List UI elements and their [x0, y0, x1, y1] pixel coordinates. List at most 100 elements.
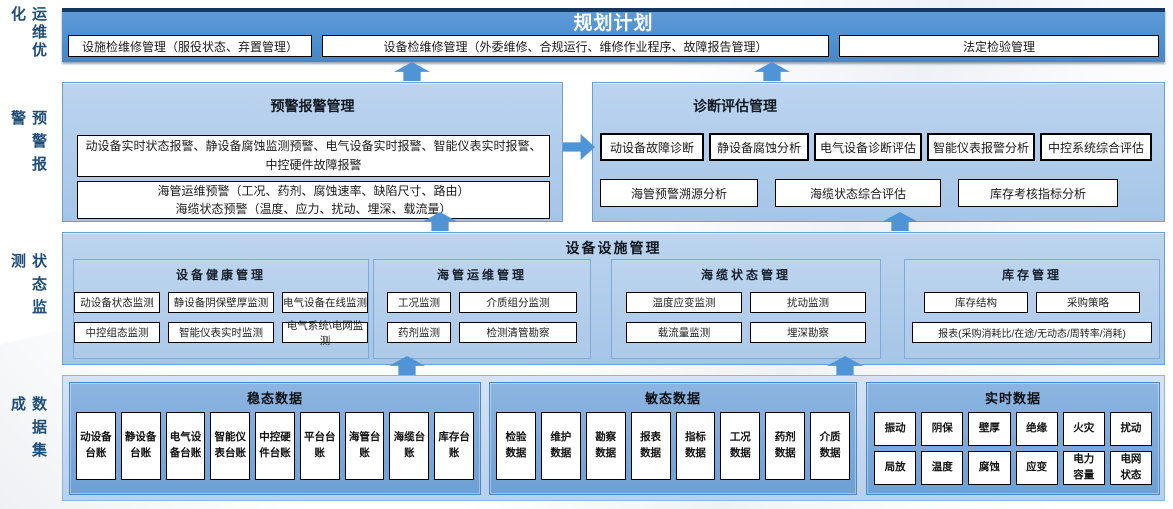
disturbance-box: 扰动 [1109, 412, 1153, 446]
warning-section-title: 预警报警管理 [270, 98, 355, 114]
equipment-section-title: 设备设施管理 [565, 240, 662, 256]
pigging-survey-box: 检测清管勘察 [459, 322, 577, 343]
equipment-facility-section: 设备设施管理 设备健康管理 动设备状态监测 静设备阴保壁厚监测 电气设备在线监测… [62, 232, 1165, 365]
agile-data-title: 敏态数据 [644, 391, 701, 406]
health-row-2: 中控组态监测 智能仪表实时监测 电气系统\电网监测 [74, 320, 368, 347]
current-capacity-box: 载流量监测 [626, 322, 742, 343]
corrosion-box: 腐蚀 [968, 451, 1011, 485]
control-hw-ledger-box: 中控硬 件台账 [255, 412, 295, 480]
instrument-ledger-box: 智能仪 表台账 [210, 412, 251, 480]
realtime-alarm-box: 动设备实时状态报警、静设备腐蚀监测预警、电气设备实时报警、智能仪表实时报警、中控… [77, 135, 550, 177]
report-data-box: 报表 数据 [630, 412, 671, 480]
pipeline-ops-group: 海管运维管理 工况监测 介质组分监测 药剂监测 检测清管勘察 [373, 259, 591, 359]
inventory-group: 库存管理 库存结构 采购策略 报表(采购消耗比/在途/无动态/周转率/消耗) [904, 259, 1160, 359]
cable-status-title: 海缆状态管理 [700, 268, 791, 282]
cp-box: 阴保 [921, 412, 964, 446]
temperature-strain-box: 温度应变监测 [626, 292, 742, 313]
equipment-maintenance-box: 设备检维修管理（外委维修、合规运行、维修作业程序、故障报告管理） [322, 35, 829, 57]
agile-data-group: 敏态数据 检验 数据 维护 数据 勘察 数据 报表 数据 指标 数据 工况 数据… [489, 382, 857, 495]
facility-maintenance-box: 设施检维修管理（服役状态、弃置管理） [68, 35, 312, 57]
inspection-data-box: 检验 数据 [496, 412, 536, 480]
diagnosis-row-2: 海管预警溯源分析 海缆状态综合评估 库存考核指标分析 [600, 179, 1118, 207]
medium-data-box: 介质 数据 [810, 412, 850, 480]
chemical-monitor-box: 药剂监测 [387, 322, 451, 343]
power-grid-monitor-box: 电气系统\电网监测 [282, 320, 368, 347]
partial-discharge-box: 局放 [874, 451, 917, 485]
vibration-box: 振动 [874, 412, 917, 446]
arrow-up-icon [754, 62, 790, 81]
inventory-row-2: 报表(采购消耗比/在途/无动态/周转率/消耗) [905, 322, 1159, 343]
agile-data-row: 检验 数据 维护 数据 勘察 数据 报表 数据 指标 数据 工况 数据 药剂 数… [490, 412, 856, 480]
planning-title: 规划计划 [573, 13, 654, 34]
cable-row-2: 载流量监测 埋深勘察 [612, 322, 880, 343]
electrical-diagnosis-box: 电气设备诊断评估 [814, 133, 922, 161]
sidebar-label-warning-alarm: 预警报警 [9, 110, 47, 179]
sidebar-label-ops-optimization: 运维优化 [9, 6, 47, 60]
disturbance-monitor-box: 扰动监测 [750, 292, 866, 313]
diagnosis-row-1: 动设备故障诊断 静设备腐蚀分析 电气设备诊断评估 智能仪表报警分析 中控系统综合… [600, 133, 1152, 161]
operating-condition-box: 工况监测 [387, 292, 451, 313]
rotating-ledger-box: 动设备 台账 [76, 412, 116, 480]
arrow-right-icon [563, 134, 595, 160]
cable-row-1: 温度应变监测 扰动监测 [612, 292, 880, 313]
inventory-structure-box: 库存结构 [924, 292, 1028, 313]
cable-status-group: 海缆状态管理 温度应变监测 扰动监测 载流量监测 埋深勘察 [611, 259, 881, 359]
sidebar-label-status-monitoring: 状态监测 [9, 253, 47, 322]
realtime-data-group: 实时数据 振动 阴保 壁厚 绝缘 火灾 扰动 局放 温度 腐蚀 应变 电力 容量… [866, 382, 1160, 495]
pipeline-ledger-box: 海管台 账 [344, 412, 385, 480]
medium-composition-box: 介质组分监测 [459, 292, 577, 313]
inventory-kpi-analysis-box: 库存考核指标分析 [958, 179, 1118, 207]
steady-data-title: 稳态数据 [246, 391, 303, 406]
platform-ledger-box: 平台台 账 [299, 412, 340, 480]
steady-data-row: 动设备 台账 静设备 台账 电气设 备台账 智能仪 表台账 中控硬 件台账 平台… [70, 412, 480, 480]
realtime-data-title: 实时数据 [984, 391, 1041, 406]
condition-data-box: 工况 数据 [720, 412, 761, 480]
pipeline-cable-warning-box: 海管运维预警（工况、药剂、腐蚀速率、缺陷尺寸、路由） 海缆状态预警（温度、应力、… [77, 181, 550, 219]
arrow-up-icon [394, 62, 430, 81]
health-row-1: 动设备状态监测 静设备阴保壁厚监测 电气设备在线监测 [74, 292, 368, 313]
equipment-health-title: 设备健康管理 [175, 268, 266, 282]
control-config-monitor-box: 中控组态监测 [74, 322, 160, 343]
maintenance-data-box: 维护 数据 [540, 412, 581, 480]
planning-section: 规划计划 设施检维修管理（服役状态、弃置管理） 设备检维修管理（外委维修、合规运… [62, 8, 1165, 62]
pipeline-warning-trace-box: 海管预警溯源分析 [600, 179, 758, 207]
fire-box: 火灾 [1062, 412, 1105, 446]
rotating-equipment-diagnosis-box: 动设备故障诊断 [600, 133, 704, 161]
realtime-row-1: 振动 阴保 壁厚 绝缘 火灾 扰动 [867, 412, 1159, 446]
equipment-health-group: 设备健康管理 动设备状态监测 静设备阴保壁厚监测 电气设备在线监测 中控组态监测… [73, 259, 369, 359]
burial-depth-box: 埋深勘察 [750, 322, 866, 343]
pipeline-row-1: 工况监测 介质组分监测 [374, 292, 590, 313]
survey-data-box: 勘察 数据 [585, 412, 626, 480]
sidebar-label-data-integration: 数据集成 [9, 396, 47, 465]
instrument-realtime-box: 智能仪表实时监测 [168, 322, 274, 343]
static-equipment-corrosion-box: 静设备腐蚀分析 [709, 133, 809, 161]
chemical-data-box: 药剂 数据 [765, 412, 806, 480]
inventory-ledger-box: 库存台 账 [434, 412, 475, 480]
diagnosis-section-title: 诊断评估管理 [693, 98, 777, 114]
electrical-online-monitor-box: 电气设备在线监测 [282, 292, 368, 313]
realtime-row-2: 局放 温度 腐蚀 应变 电力 容量 电网 状态 [867, 451, 1159, 485]
indicator-data-box: 指标 数据 [675, 412, 716, 480]
rotating-status-monitoring-box: 动设备状态监测 [74, 292, 160, 313]
data-integration-section: 稳态数据 动设备 台账 静设备 台账 电气设 备台账 智能仪 表台账 中控硬 件… [62, 375, 1165, 501]
pipeline-ops-title: 海管运维管理 [436, 268, 527, 282]
thickness-box: 壁厚 [968, 412, 1011, 446]
smart-instrument-alarm-box: 智能仪表报警分析 [927, 133, 1035, 161]
inventory-title: 库存管理 [1001, 268, 1062, 282]
statutory-inspection-box: 法定检验管理 [839, 35, 1159, 57]
steady-data-group: 稳态数据 动设备 台账 静设备 台账 电气设 备台账 智能仪 表台账 中控硬 件… [69, 382, 481, 495]
power-capacity-box: 电力 容量 [1062, 451, 1105, 485]
insulation-box: 绝缘 [1015, 412, 1058, 446]
grid-status-box: 电网 状态 [1109, 451, 1153, 485]
diagnosis-management-section: 诊断评估管理 动设备故障诊断 静设备腐蚀分析 电气设备诊断评估 智能仪表报警分析… [592, 82, 1165, 222]
pipeline-row-2: 药剂监测 检测清管勘察 [374, 322, 590, 343]
static-ledger-box: 静设备 台账 [120, 412, 161, 480]
planning-box-row: 设施检维修管理（服役状态、弃置管理） 设备检维修管理（外委维修、合规运行、维修作… [68, 35, 1159, 57]
cable-status-evaluation-box: 海缆状态综合评估 [775, 179, 941, 207]
inventory-row-1: 库存结构 采购策略 [905, 292, 1159, 313]
strain-box: 应变 [1015, 451, 1058, 485]
inventory-report-box: 报表(采购消耗比/在途/无动态/周转率/消耗) [912, 322, 1152, 343]
cable-ledger-box: 海缆台 账 [389, 412, 430, 480]
warning-management-section: 预警报警管理 动设备实时状态报警、静设备腐蚀监测预警、电气设备实时报警、智能仪表… [62, 82, 563, 222]
